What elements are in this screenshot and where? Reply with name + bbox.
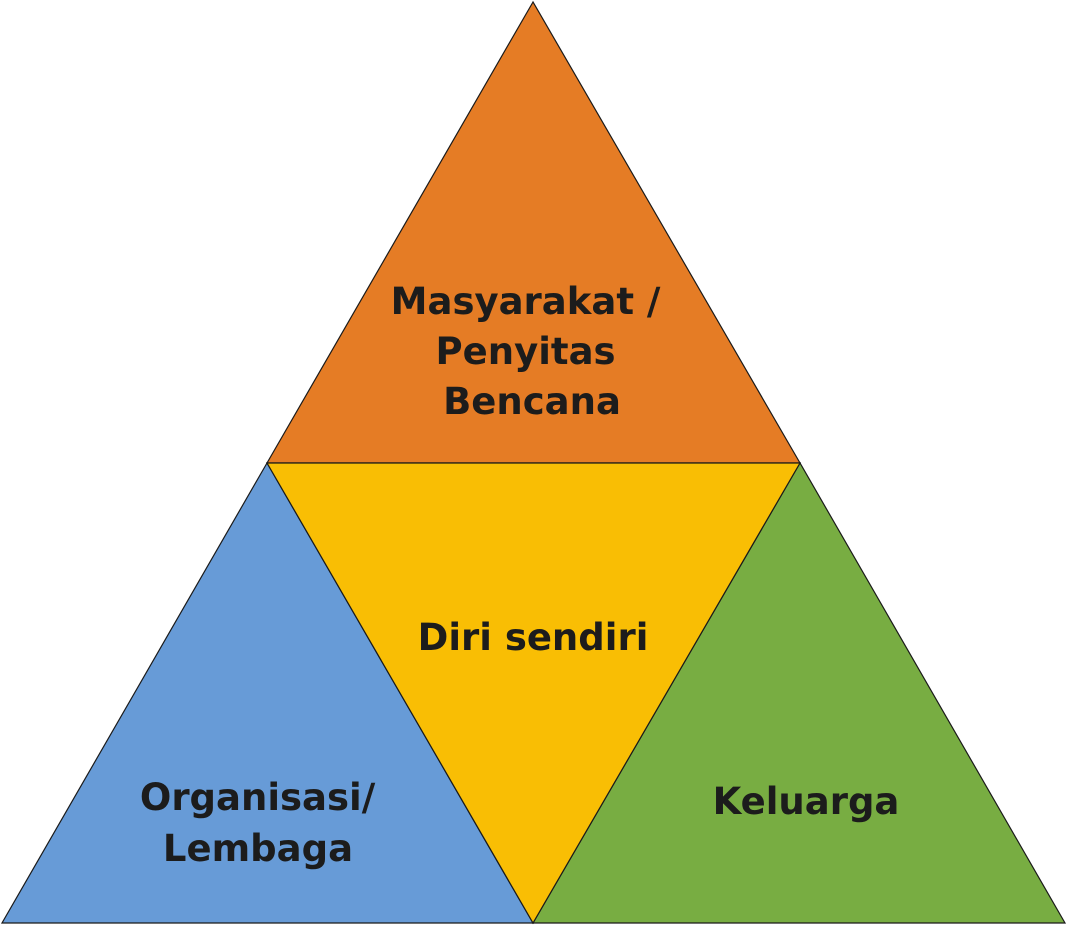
center-segment-label: Diri sendiri <box>418 616 649 659</box>
center-segment-shape <box>265 462 802 925</box>
top-label-line-2: Penyitas <box>436 330 616 373</box>
top-label-line-1: Masyarakat / <box>391 280 661 323</box>
top-label-line-3: Bencana <box>443 380 621 423</box>
center-label-line-1: Diri sendiri <box>418 616 649 659</box>
bottom-right-segment-label: Keluarga <box>713 780 900 823</box>
bottom-left-label-line-2: Lembaga <box>163 827 353 870</box>
top-segment-label: Masyarakat / Penyitas Bencana <box>391 280 674 423</box>
bottom-left-label-line-1: Organisasi/ <box>140 776 376 819</box>
bottom-right-label-line-1: Keluarga <box>713 780 900 823</box>
bottom-left-segment-label: Organisasi/ Lembaga <box>140 776 388 870</box>
